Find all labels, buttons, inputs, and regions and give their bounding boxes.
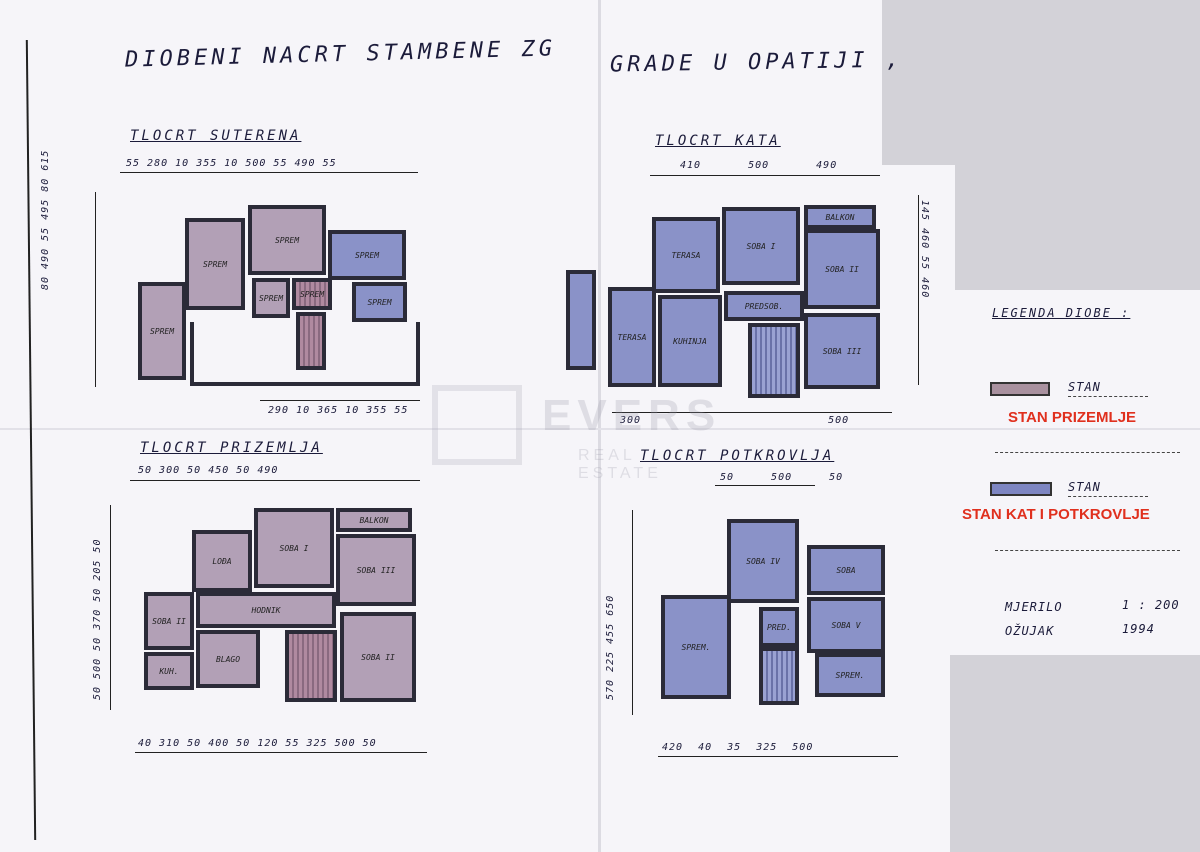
legend-label-ground: STAN PRIZEMLJE <box>1008 409 1137 426</box>
floor-room: PREDSOB. <box>724 291 804 321</box>
attic-dimline-top <box>715 485 815 486</box>
sheet-title-right: GRADE U OPATIJI , <box>609 47 904 78</box>
basement-room: SPREM <box>185 218 245 310</box>
ground-dims-top: 50 300 50 450 50 490 <box>138 465 279 476</box>
ground-dimline-top <box>130 480 420 481</box>
ground-room: SOBA I <box>254 508 334 588</box>
basement-stair: SPREM <box>292 278 332 310</box>
legend-hand-ground: STAN <box>1068 380 1101 394</box>
floor-room: BALKON <box>804 205 876 229</box>
ground-room: HODNIK <box>196 592 336 628</box>
ground-dims-left: 50 500 50 370 50 205 50 <box>92 538 103 700</box>
basement-dims-top: 55 280 10 355 10 500 55 490 55 <box>126 158 337 169</box>
basement-dimline-top <box>120 172 418 173</box>
basement-room: SPREM <box>248 205 326 275</box>
watermark-sub: REAL ESTATE <box>578 447 662 482</box>
attic-dims-top: 50 500 50 <box>720 472 844 483</box>
legend-swatch-upper <box>990 482 1052 496</box>
legend-dash <box>1068 396 1148 397</box>
ground-room: KUH. <box>144 652 194 690</box>
attic-room: SOBA <box>807 545 885 595</box>
ground-room: BALKON <box>336 508 412 532</box>
floor-room: SOBA III <box>804 313 880 389</box>
date-label: OŽUJAK <box>1005 624 1055 638</box>
floor-room: TERASA <box>652 217 720 293</box>
ground-room: LOĐA <box>192 530 252 592</box>
watermark-logo-icon <box>432 385 522 465</box>
margin-line <box>25 40 37 840</box>
attic-dimline-bottom <box>658 756 898 757</box>
redaction-block-mid <box>955 165 1200 290</box>
attic-stair <box>759 647 799 705</box>
floor-stair <box>748 323 800 398</box>
ground-dimline-bottom <box>135 752 427 753</box>
attic-room: SOBA V <box>807 597 885 653</box>
attic-room: SPREM. <box>661 595 731 699</box>
legend-hand-upper: STAN <box>1068 480 1101 494</box>
legend-label-upper: STAN KAT I POTKROVLJE <box>962 506 1150 523</box>
paper-fold-horizontal <box>0 428 1200 430</box>
legend-dash <box>1068 496 1148 497</box>
attic-dims-bottom: 420 40 35 325 500 <box>662 742 814 753</box>
attic-heading: TLOCRT POTKROVLJA <box>640 448 835 464</box>
basement-room: SPREM <box>252 278 290 318</box>
attic-dims-left: 570 225 455 650 <box>605 594 616 700</box>
basement-dims-left: 80 490 55 495 80 615 <box>40 149 51 290</box>
basement-dimline-bottom <box>260 400 420 401</box>
basement-room: SPREM <box>352 282 407 322</box>
redaction-block-bottom <box>950 655 1200 852</box>
floor-heading: TLOCRT KATA <box>655 133 781 149</box>
floor-dimline-right <box>918 195 919 385</box>
floor-room: KUHINJA <box>658 295 722 387</box>
basement-dimline-left <box>95 192 96 387</box>
floor-room: SOBA II <box>804 229 880 309</box>
ground-stair <box>285 630 337 702</box>
legend-dash <box>995 452 1180 453</box>
watermark-brand: EVERS <box>542 391 722 440</box>
paper-fold-vertical <box>598 0 601 852</box>
ground-dimline-left <box>110 505 111 710</box>
legend-dash <box>995 550 1180 551</box>
ground-room: SOBA II <box>340 612 416 702</box>
date-value: 1994 <box>1122 622 1155 636</box>
legend-swatch-ground <box>990 382 1050 396</box>
ground-room: SOBA III <box>336 534 416 606</box>
attic-room: SOBA IV <box>727 519 799 603</box>
floor-room: TERASA <box>608 287 656 387</box>
floor-side-room <box>566 270 596 370</box>
scale-label: MJERILO <box>1005 600 1063 614</box>
redaction-block-top <box>882 0 1200 165</box>
basement-heading: TLOCRT SUTERENA <box>130 128 302 144</box>
floor-dims-bottom: 300 500 <box>620 415 850 426</box>
floor-dimline-bottom <box>612 412 892 413</box>
ground-dims-bottom: 40 310 50 400 50 120 55 325 500 50 <box>138 738 377 749</box>
floor-dims-right: 145 460 55 460 <box>919 200 930 299</box>
floor-dimline-top <box>650 175 880 176</box>
basement-dims-bottom: 290 10 365 10 355 55 <box>268 405 409 416</box>
ground-heading: TLOCRT PRIZEMLJA <box>140 440 323 456</box>
basement-room: SPREM <box>328 230 406 280</box>
attic-dimline-left <box>632 510 633 715</box>
scale-value: 1 : 200 <box>1122 598 1180 612</box>
ground-room: SOBA II <box>144 592 194 650</box>
sheet-title-left: DIOBENI NACRT STAMBENE ZG <box>124 36 557 73</box>
legend-title: LEGENDA DIOBE : <box>992 306 1131 320</box>
attic-room: PRED. <box>759 607 799 647</box>
floor-dims-top: 410 500 490 <box>680 160 838 171</box>
ground-room: BLAGO <box>196 630 260 688</box>
attic-room: SPREM. <box>815 653 885 697</box>
basement-outline <box>190 322 420 386</box>
basement-room: SPREM <box>138 282 186 380</box>
basement-stair-run <box>296 312 326 370</box>
floor-room: SOBA I <box>722 207 800 285</box>
